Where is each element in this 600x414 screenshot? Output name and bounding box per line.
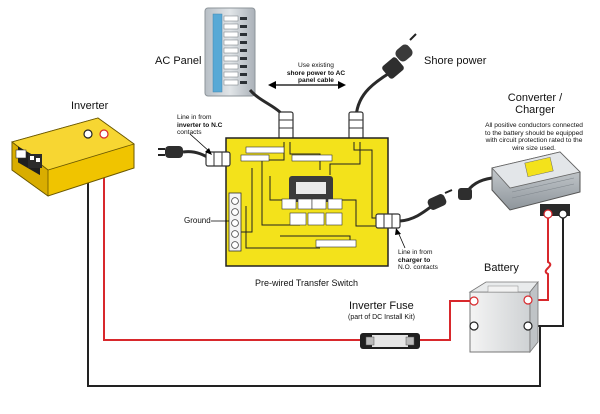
conductors-note: All positive conductors connected to the… (475, 122, 593, 152)
charger-line-note-line1: Line in from (398, 249, 433, 256)
inverter-line-note: Line in from inverter to N.C contacts (177, 114, 247, 137)
converter-charger (491, 151, 581, 216)
converter-label: Converter / Charger (507, 92, 563, 116)
charger-leader (395, 228, 406, 249)
inverter-fuse-label: Inverter Fuse (349, 300, 414, 312)
converter-plug-icon (458, 188, 472, 200)
inverter-fuse-icon (360, 333, 420, 349)
battery-negative-terminal-icon (469, 321, 479, 331)
shore-power-label: Shore power (424, 55, 487, 67)
converter-negative-wire (540, 216, 564, 327)
conductors-note-line4: wire size used. (512, 144, 556, 152)
inverter-line-note-line2: inverter to N.C (177, 121, 223, 129)
inverter-negative-terminal-icon (83, 129, 93, 139)
battery-positive-terminal-2-icon (523, 295, 533, 305)
charger-line-note-line3: N.O. contacts (398, 264, 438, 272)
shore-cable-note-line2: shore power to AC (286, 69, 346, 77)
ground-label: Ground (184, 216, 211, 225)
charger-line-note-line2: charger to (398, 256, 431, 264)
inverter-positive-wire (103, 134, 362, 341)
ac-panel-label: AC Panel (155, 55, 202, 67)
converter-negative-terminal-icon (558, 209, 568, 219)
battery-negative-terminal-2-icon (523, 321, 533, 331)
cable-arrow (268, 81, 346, 89)
conductors-note-line3: with circuit protection rated to the (485, 137, 583, 145)
shore-cable-note-line3: panel cable (298, 77, 334, 85)
transfer-switch-label: Pre-wired Transfer Switch (255, 278, 359, 288)
fuse-sub-label: (part of DC Install Kit) (348, 314, 415, 321)
inverter-leader (189, 133, 212, 155)
charger-input-plug-icon (375, 189, 453, 229)
converter-positive-wire (528, 216, 552, 301)
battery (468, 280, 539, 354)
inverter-input-plug-icon (158, 146, 231, 167)
fuse-to-battery-wire (418, 300, 474, 341)
inverter-label: Inverter (71, 100, 109, 112)
battery-label: Battery (484, 262, 519, 274)
inverter-line-note-line1: Line in from (177, 114, 212, 121)
charger-line-note: Line in from charger to N.O. contacts (398, 249, 468, 272)
battery-positive-terminal-icon (469, 296, 479, 306)
converter-positive-terminal-icon (543, 209, 553, 219)
ac-panel (204, 7, 256, 97)
inverter-positive-terminal-icon (99, 129, 109, 139)
inverter (11, 117, 135, 197)
shore-power-plug-icon (354, 33, 417, 121)
conductors-note-line1: All positive conductors connected (485, 122, 583, 129)
shore-cable-note: Use existing shore power to AC panel cab… (276, 62, 356, 85)
shore-cable-note-line1: Use existing (298, 62, 334, 69)
transfer-switch (225, 137, 389, 267)
inverter-line-note-line3: contacts (177, 129, 202, 137)
conductors-note-line2: to the battery should be equipped (485, 129, 583, 137)
